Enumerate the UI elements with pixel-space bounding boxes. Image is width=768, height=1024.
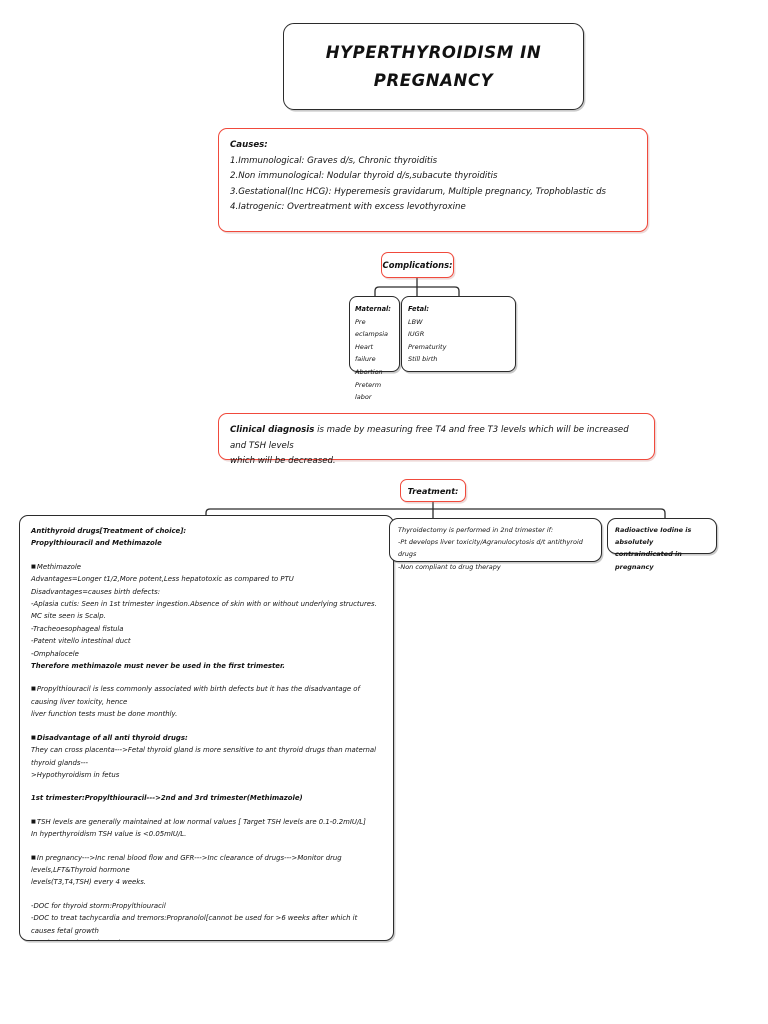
diagnosis-line-1: Clinical diagnosis is made by measuring … bbox=[230, 423, 643, 454]
fetal-item-2: IUGR bbox=[408, 330, 425, 339]
tsh-line-2: In hyperthyroidism TSH value is <0.05mIU… bbox=[31, 830, 187, 839]
radioactive-iodine-box: Radioactive Iodine is absolutely contrai… bbox=[607, 518, 717, 571]
spacer-6 bbox=[31, 841, 383, 852]
radioiodine-line-2: contraindicated in pregnancy bbox=[615, 550, 682, 571]
causes-item-4: 4.Iatrogenic: Overtreatment with excess … bbox=[230, 202, 466, 213]
antithyroid-drugs-box: Antithyroid drugs[Treatment of choice]: … bbox=[19, 515, 394, 941]
maternal-item-4: Preterm labor bbox=[355, 380, 382, 402]
spacer-1 bbox=[31, 550, 383, 561]
methimazole-conclusion: Therefore methimazole must never be used… bbox=[31, 662, 285, 671]
methimazole-disadvantage-1: -Aplasia cutis: Seen in 1st trimester in… bbox=[31, 600, 377, 621]
causes-item-3: 3.Gestational(Inc HCG): Hyperemesis grav… bbox=[230, 186, 607, 197]
methimazole-title: Methimazole bbox=[31, 561, 383, 573]
thyroidectomy-line-3: -Non compliant to drug therapy bbox=[398, 562, 501, 571]
methimazole-disadvantage-3: -Patent vitello intestinal duct bbox=[31, 637, 131, 646]
trimester-rule: 1st trimester:Propylthiouracil--->2nd an… bbox=[31, 794, 303, 803]
clinical-diagnosis-box: Clinical diagnosis is made by measuring … bbox=[218, 413, 655, 466]
diagnosis-line-1-rest: is made by measuring free T4 and free T3… bbox=[230, 425, 629, 451]
all-drugs-line-2: >Hypothyroidism in fetus bbox=[31, 770, 120, 779]
page-title-box: HYPERTHYROIDISM IN PREGNANCY bbox=[283, 23, 584, 110]
antithyroid-heading: Antithyroid drugs[Treatment of choice]: bbox=[31, 527, 187, 535]
maternal-heading: Maternal: bbox=[355, 305, 391, 313]
causes-heading: Causes: bbox=[230, 140, 268, 150]
tsh-line-1: TSH levels are generally maintained at l… bbox=[31, 816, 383, 828]
maternal-item-1: Pre eclampsia bbox=[355, 317, 388, 339]
fetal-item-4: Still birth bbox=[408, 355, 438, 364]
spacer-7 bbox=[31, 889, 383, 900]
maternal-complications-box: Maternal: Pre eclampsia Heart failure Ab… bbox=[349, 296, 400, 401]
radioiodine-line-1: Radioactive Iodine is absolutely bbox=[615, 526, 692, 547]
page-title-line-1: HYPERTHYROIDISM IN bbox=[325, 43, 542, 62]
thyroidectomy-line-2: -Pt develops liver toxicity/Agranulocyto… bbox=[398, 538, 583, 559]
page-title-line-2: PREGNANCY bbox=[373, 71, 494, 90]
spacer-3 bbox=[31, 721, 383, 732]
spacer-4 bbox=[31, 781, 383, 792]
pregnancy-monitoring-line-2: levels(T3,T4,TSH) every 4 weeks. bbox=[31, 878, 146, 887]
diagnosis-lead: Clinical diagnosis bbox=[230, 425, 315, 435]
methimazole-advantages: Advantages=Longer t1/2,More potent,Less … bbox=[31, 575, 294, 584]
methimazole-disadvantages-heading: Disadvantages=causes birth defects: bbox=[31, 587, 161, 596]
causes-item-1: 1.Immunological: Graves d/s, Chronic thy… bbox=[230, 155, 438, 166]
spacer-5 bbox=[31, 805, 383, 816]
fetal-complications-box: Fetal: LBW IUGR Prematurity Still birth bbox=[401, 296, 516, 372]
complications-header-box: Complications: bbox=[381, 252, 454, 278]
causes-box: Causes: 1.Immunological: Graves d/s, Chr… bbox=[218, 128, 648, 232]
all-drugs-disadvantage-heading: Disadvantage of all anti thyroid drugs: bbox=[31, 732, 383, 744]
complications-heading: Complications: bbox=[382, 260, 453, 270]
maternal-item-3: Abortion bbox=[355, 367, 383, 376]
all-drugs-line-1: They can cross placenta--->Fetal thyroid… bbox=[31, 746, 377, 767]
methimazole-disadvantage-2: -Tracheoesophageal fistula bbox=[31, 624, 124, 633]
treatment-heading: Treatment: bbox=[407, 485, 459, 496]
pregnancy-monitoring-line-1: In pregnancy--->Inc renal blood flow and… bbox=[31, 852, 383, 877]
doc-tachycardia-line-2: restriction & hypoglycemia. bbox=[31, 937, 383, 940]
causes-item-2: 2.Non immunological: Nodular thyroid d/s… bbox=[230, 171, 498, 182]
thyroidectomy-line-1: Thyroidectomy is performed in 2nd trimes… bbox=[398, 526, 554, 534]
fetal-item-1: LBW bbox=[408, 317, 423, 326]
treatment-header-box: Treatment: bbox=[400, 479, 466, 502]
fetal-item-3: Prematurity bbox=[408, 342, 447, 351]
ptu-note-line-1: Propylthiouracil is less commonly associ… bbox=[31, 683, 383, 708]
maternal-item-2: Heart failure bbox=[355, 342, 376, 364]
doc-tachycardia-line-1: -DOC to treat tachycardia and tremors:Pr… bbox=[31, 914, 358, 935]
doc-thyroid-storm: -DOC for thyroid storm:Propylthiouracil bbox=[31, 901, 166, 910]
spacer-2 bbox=[31, 672, 383, 683]
antithyroid-subheading: Propylthiouracil and Methimazole bbox=[31, 539, 162, 548]
methimazole-disadvantage-4: -Omphalocele bbox=[31, 649, 79, 658]
fetal-heading: Fetal: bbox=[408, 305, 429, 313]
ptu-note-line-2: liver function tests must be done monthl… bbox=[31, 710, 178, 719]
diagnosis-line-2: which will be decreased. bbox=[230, 456, 336, 467]
thyroidectomy-box: Thyroidectomy is performed in 2nd trimes… bbox=[389, 518, 602, 571]
